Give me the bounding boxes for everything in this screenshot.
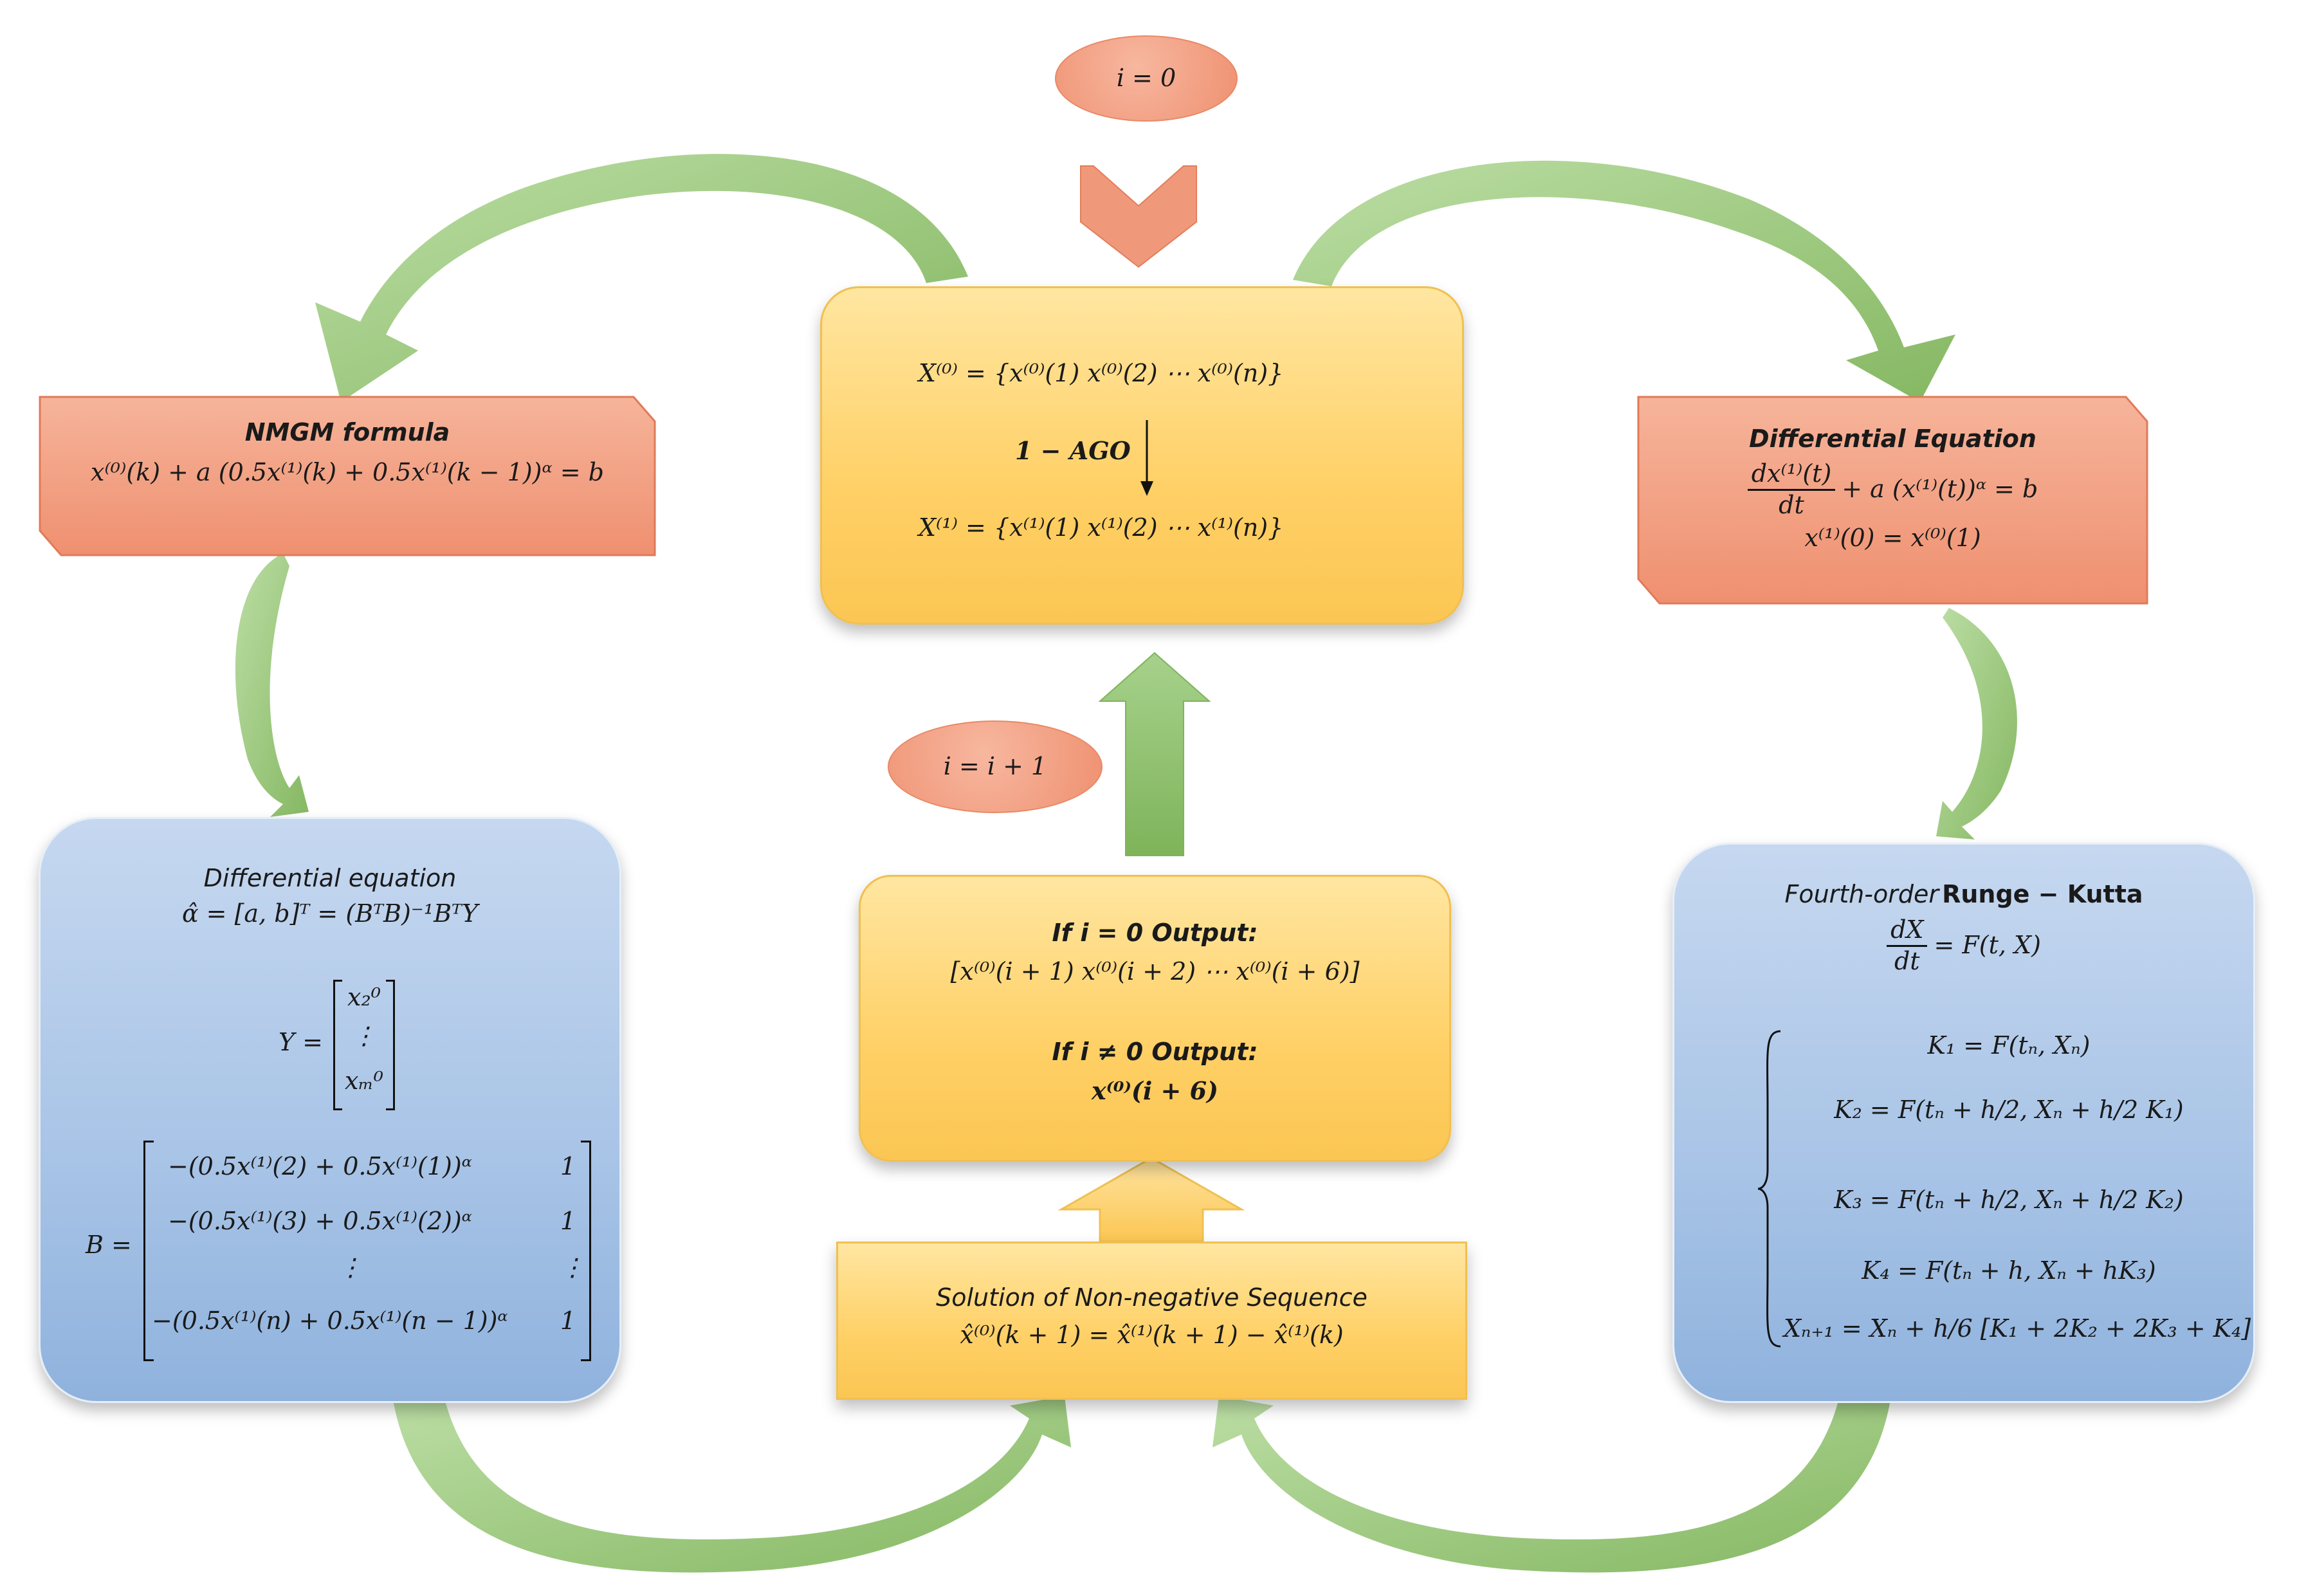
curved-arrow-top-left xyxy=(315,154,968,402)
x0-sequence: X⁽⁰⁾ = {x⁽⁰⁾(1) x⁽⁰⁾(2) ⋯ x⁽⁰⁾(n)} xyxy=(919,359,1284,387)
diff-eq-rhs: + a (x⁽¹⁾(t))ᵅ = b xyxy=(1842,475,2038,504)
least-squares-box: Differential equation α̂ = [a, b]ᵀ = (Bᵀ… xyxy=(39,817,621,1403)
if-zero-label: If i = 0 Output: xyxy=(1052,919,1258,947)
alpha-hat-formula: α̂ = [a, b]ᵀ = (BᵀB)⁻¹BᵀY xyxy=(181,899,479,928)
rk-k3: K₃ = F(tₙ + h/2, Xₙ + h/2 K₂) xyxy=(1834,1186,2184,1214)
solution-box: Solution of Non-negative Sequence x̂⁽⁰⁾(… xyxy=(836,1242,1467,1400)
y-row-1: x₂⁰ xyxy=(347,983,381,1011)
solution-title: Solution of Non-negative Sequence xyxy=(936,1283,1368,1312)
output-box: If i = 0 Output: [x⁽⁰⁾(i + 1) x⁽⁰⁾(i + 2… xyxy=(859,875,1451,1162)
b-label: B = xyxy=(86,1231,132,1259)
curved-arrow-right-down xyxy=(1936,608,2017,839)
nmgm-formula: x⁽⁰⁾(k) + a (0.5x⁽¹⁾(k) + 0.5x⁽¹⁾(k − 1)… xyxy=(91,458,604,486)
rk-k1: K₁ = F(tₙ, Xₙ) xyxy=(1927,1031,2091,1059)
y-matrix: x₂⁰ ⋮ xₘ⁰ xyxy=(333,980,395,1110)
rk-ode-num: dX xyxy=(1887,915,1928,947)
chevron-down-icon xyxy=(1080,165,1197,268)
if-nonzero-label: If i ≠ 0 Output: xyxy=(1052,1038,1258,1066)
nmgm-title: NMGM formula xyxy=(244,418,450,446)
runge-kutta-box: Fourth-order Runge − Kutta dX dt = F(t, … xyxy=(1672,843,2255,1403)
diff-eq-box: Differential Equation dx⁽¹⁾(t) dt + a (x… xyxy=(1637,425,2148,553)
oval-increment: i = i + 1 xyxy=(888,720,1103,813)
diff-eq-numerator: dx⁽¹⁾(t) xyxy=(1747,459,1836,491)
oval-init: i = 0 xyxy=(1055,35,1238,122)
diff-eq-initial: x⁽¹⁾(0) = x⁽⁰⁾(1) xyxy=(1804,524,1981,553)
rk-ode-rhs: = F(t, X) xyxy=(1934,931,2041,960)
rk-k2: K₂ = F(tₙ + h/2, Xₙ + h/2 K₁) xyxy=(1834,1096,2184,1124)
solution-formula: x̂⁽⁰⁾(k + 1) = x̂⁽¹⁾(k + 1) − x̂⁽¹⁾(k) xyxy=(960,1321,1344,1349)
y-row-3: xₘ⁰ xyxy=(345,1067,383,1095)
increment-label: i = i + 1 xyxy=(943,752,1047,781)
rk-xnext: Xₙ₊₁ = Xₙ + h/6 [K₁ + 2K₂ + 2K₃ + K₄] xyxy=(1784,1314,2251,1343)
rk-k4: K₄ = F(tₙ + h, Xₙ + hK₃) xyxy=(1862,1256,2156,1285)
left-brace xyxy=(1757,1030,1781,1348)
if-nonzero-value: x⁽⁰⁾(i + 6) xyxy=(1091,1076,1219,1105)
ago-box: X⁽⁰⁾ = {x⁽⁰⁾(1) x⁽⁰⁾(2) ⋯ x⁽⁰⁾(n)} 1 − A… xyxy=(820,286,1464,625)
b-row-2-right: 1 xyxy=(560,1207,576,1235)
init-label: i = 0 xyxy=(1116,64,1176,93)
nmgm-box-shape xyxy=(39,396,656,556)
up-arrow-green xyxy=(1098,652,1211,856)
b-row-1-left: −(0.5x⁽¹⁾(2) + 0.5x⁽¹⁾(1))ᵅ xyxy=(168,1152,472,1180)
diff-eq-title: Differential Equation xyxy=(1749,425,2036,453)
b-row-3-left: ⋮ xyxy=(338,1253,363,1281)
curved-arrow-bottom-right xyxy=(1212,1396,1891,1573)
diff-eq-denominator: dt xyxy=(1779,490,1804,519)
rk-title-part2: Runge − Kutta xyxy=(1942,880,2143,908)
nmgm-box: NMGM formula x⁽⁰⁾(k) + a (0.5x⁽¹⁾(k) + 0… xyxy=(39,418,656,488)
diff-eq-box-shape xyxy=(1637,396,2148,605)
curved-arrow-bottom-left xyxy=(392,1396,1071,1573)
y-row-2: ⋮ xyxy=(352,1022,376,1050)
curved-arrow-top-right xyxy=(1293,160,1955,402)
ls-title: Differential equation xyxy=(203,864,457,892)
rk-title: Fourth-order Runge − Kutta xyxy=(1674,880,2253,908)
b-row-4-right: 1 xyxy=(560,1307,576,1335)
x1-sequence: X⁽¹⁾ = {x⁽¹⁾(1) x⁽¹⁾(2) ⋯ x⁽¹⁾(n)} xyxy=(919,513,1284,542)
rk-title-part1: Fourth-order xyxy=(1784,880,1939,908)
b-row-2-left: −(0.5x⁽¹⁾(3) + 0.5x⁽¹⁾(2))ᵅ xyxy=(168,1207,472,1235)
down-arrow-icon xyxy=(1140,420,1153,496)
b-row-1-right: 1 xyxy=(560,1152,576,1180)
rk-ode-den: dt xyxy=(1894,946,1920,975)
rk-ode: dX dt = F(t, X) xyxy=(1674,915,2253,976)
curved-arrow-left-down xyxy=(235,553,309,817)
ago-label: 1 − AGO xyxy=(1015,436,1131,465)
b-matrix: −(0.5x⁽¹⁾(2) + 0.5x⁽¹⁾(1))ᵅ 1 −(0.5x⁽¹⁾(… xyxy=(143,1141,591,1361)
y-label: Y = xyxy=(279,1028,324,1056)
if-zero-value: [x⁽⁰⁾(i + 1) x⁽⁰⁾(i + 2) ⋯ x⁽⁰⁾(i + 6)] xyxy=(950,957,1360,986)
up-arrow-yellow xyxy=(1057,1157,1245,1243)
b-row-4-left: −(0.5x⁽¹⁾(n) + 0.5x⁽¹⁾(n − 1))ᵅ xyxy=(152,1307,508,1335)
b-row-3-right: ⋮ xyxy=(560,1253,585,1281)
